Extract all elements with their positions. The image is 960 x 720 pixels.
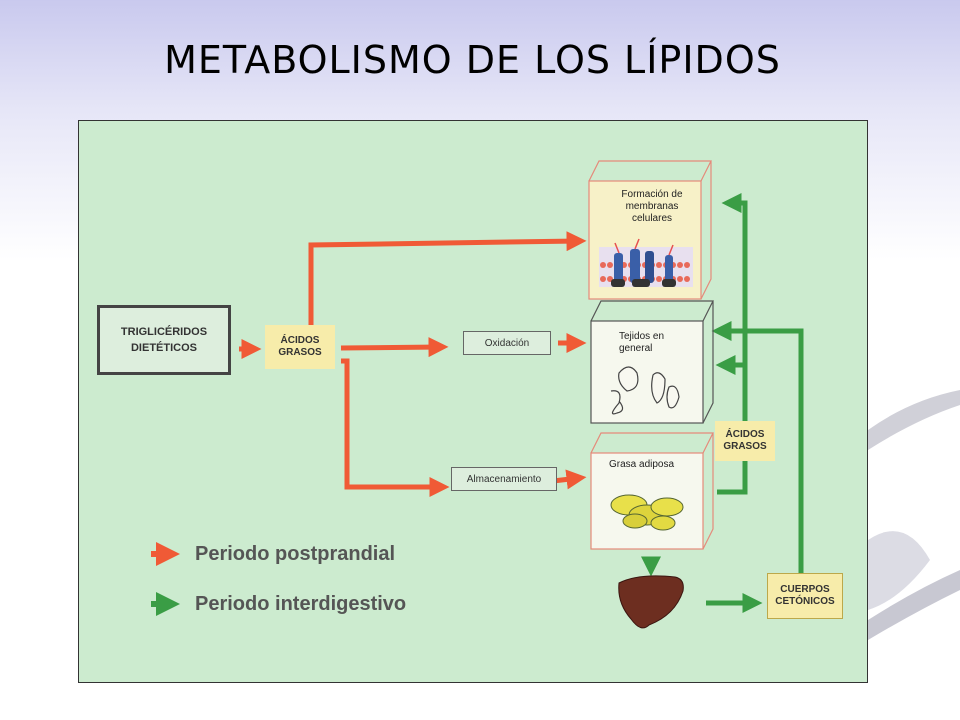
triglycerides-line2: DIETÉTICOS	[130, 342, 197, 354]
arrow-storage-to-adipose	[552, 469, 587, 490]
triglycerides-line1: TRIGLICÉRIDOS	[120, 326, 208, 338]
oxidation-label: Oxidación	[484, 337, 530, 349]
arrow-adipose-up	[717, 193, 748, 495]
adipose-label: Grasa adiposa	[609, 459, 675, 470]
membrane-illustration	[599, 238, 693, 287]
arrow-to-oxidation	[340, 337, 449, 358]
organs-illustration	[610, 366, 680, 415]
metabolism-diagram: TRIGLICÉRIDOS DIETÉTICOS ÁCIDOS GRASOS O…	[78, 120, 868, 683]
adipose-box	[590, 432, 714, 550]
fatty-acids-box-left: ÁCIDOS GRASOS	[265, 325, 335, 369]
fatty-acids-right-line1: ÁCIDOS	[725, 429, 765, 440]
tissues-line1: Tejidos en	[619, 331, 665, 342]
fatty-acids-right-line2: GRASOS	[723, 441, 767, 452]
oxidation-box: Oxidación	[463, 331, 551, 355]
tissues-line2: general	[619, 343, 653, 354]
legend-postprandial: Periodo postprandial	[195, 543, 396, 565]
postprandial-arrows	[239, 231, 587, 497]
liver-illustration	[618, 575, 684, 629]
interdigestive-arrows	[641, 193, 804, 613]
arrow-to-storage	[341, 358, 450, 497]
tissues-box	[590, 300, 714, 424]
storage-box: Almacenamiento	[451, 467, 557, 491]
slide-title: METABOLISMO DE LOS LÍPIDOS	[164, 38, 781, 82]
fatty-acids-box-right: ÁCIDOS GRASOS	[715, 421, 775, 461]
storage-label: Almacenamiento	[466, 473, 542, 485]
legend-interdigestive: Periodo interdigestivo	[195, 593, 407, 615]
fatty-acids-left-line2: GRASOS	[278, 347, 322, 358]
dietary-triglycerides-box: TRIGLICÉRIDOS DIETÉTICOS	[97, 305, 231, 375]
arrow-to-membranes	[308, 231, 587, 329]
adipose-illustration	[610, 494, 684, 531]
ketone-line2: CETÓNICOS	[775, 596, 835, 607]
ketone-bodies-box: CUERPOS CETÓNICOS	[767, 573, 843, 619]
ketone-line1: CUERPOS	[780, 584, 830, 595]
fatty-acids-left-line1: ÁCIDOS	[280, 335, 320, 346]
membranes-line3: celulares	[631, 213, 673, 224]
tissues-label: Tejidos en general	[619, 331, 699, 355]
membranes-label: Formación de membranas celulares	[607, 189, 697, 225]
diagram-graphics	[151, 160, 804, 629]
membranes-line2: membranas	[625, 201, 679, 212]
membranes-line1: Formación de	[621, 189, 683, 200]
